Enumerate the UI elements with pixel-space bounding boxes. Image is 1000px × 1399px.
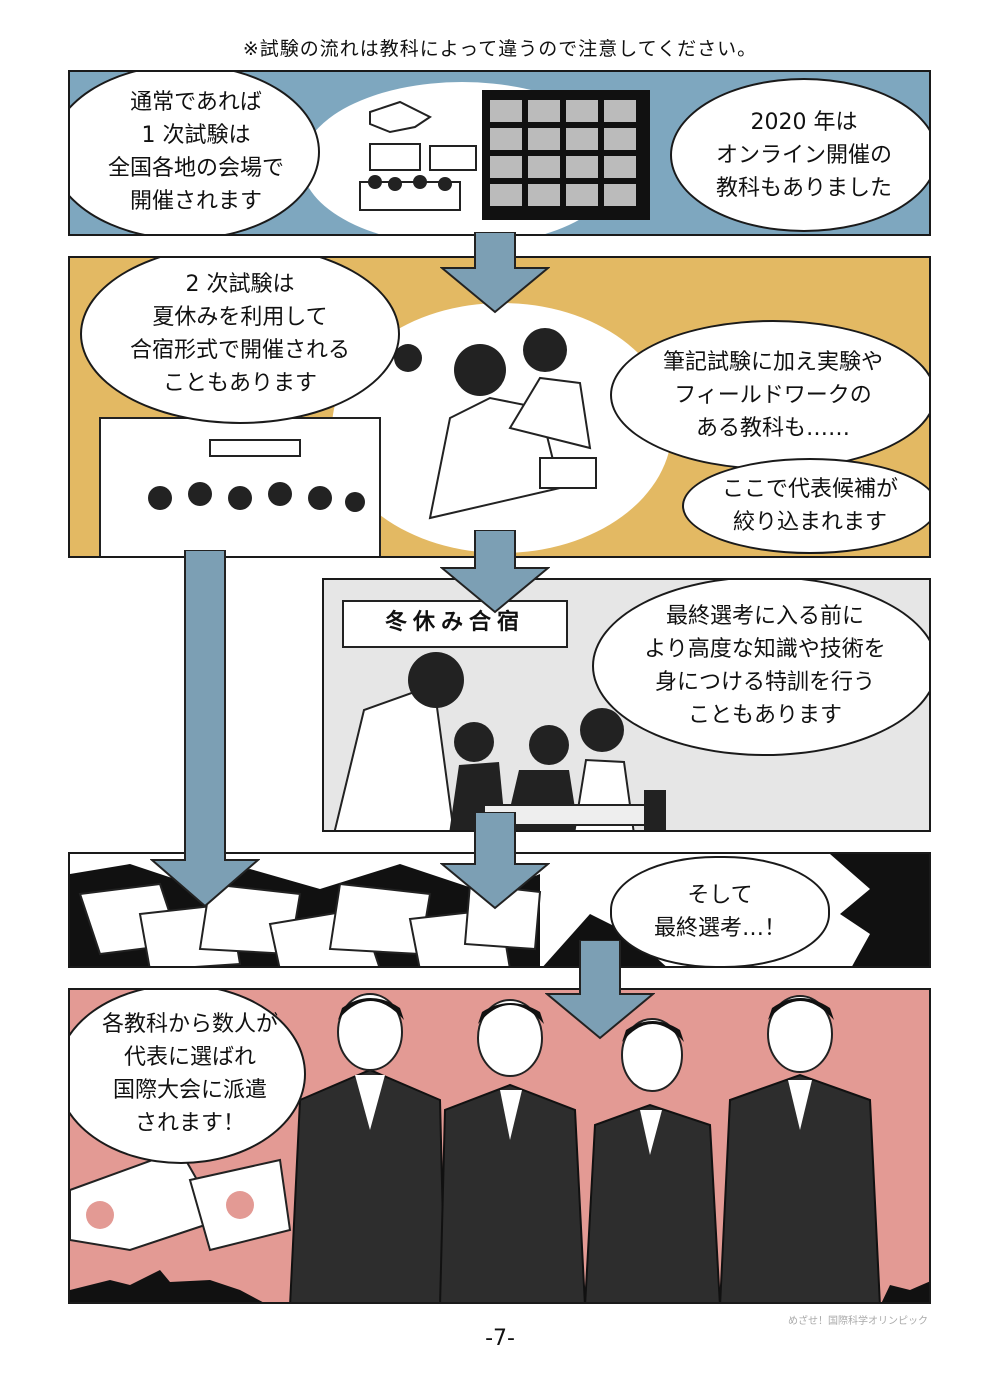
page-number: -7- xyxy=(485,1326,515,1351)
speech-bubble-first-exam: 通常であれば 1 次試験は 全国各地の会場で 開催されます xyxy=(70,72,320,234)
arrow-down-icon xyxy=(545,940,655,1040)
speech-bubble-second-exam: 2 次試験は 夏休みを利用して 合宿形式で開催される こともあります xyxy=(80,258,400,424)
panel2-illustration xyxy=(99,303,672,556)
arrow-down-long-icon xyxy=(150,550,260,908)
panel-representatives: 各教科から数人が 代表に選ばれ 国際大会に派遣 されます！ xyxy=(68,988,931,1304)
speech-bubble-training: 最終選考に入る前に より高度な知識や技術を 身につける特訓を行う こともあります xyxy=(592,580,929,756)
panel5-illustration xyxy=(70,993,929,1302)
panel-final-selection: そして 最終選考…！ xyxy=(68,852,931,968)
arrow-down-icon xyxy=(440,232,550,314)
credit-text: めざせ！国際科学オリンピック xyxy=(788,1316,928,1327)
panel4-illustration xyxy=(70,854,929,966)
speech-bubble-online: 2020 年は オンライン開催の 教科もありました xyxy=(670,78,929,232)
panel-first-exam: 通常であれば 1 次試験は 全国各地の会場で 開催されます 2020 年は オン… xyxy=(68,70,931,236)
arrow-down-icon xyxy=(440,530,550,614)
arrow-down-icon xyxy=(440,812,550,910)
speech-bubble-candidates: ここで代表候補が 絞り込まれます xyxy=(682,458,929,554)
speech-bubble-representatives: 各教科から数人が 代表に選ばれ 国際大会に派遣 されます！ xyxy=(70,990,306,1164)
speech-bubble-experiments: 筆記試験に加え実験や フィールドワークの ある教科も…… xyxy=(610,320,929,470)
panel3-illustration xyxy=(333,652,666,830)
speech-bubble-final: そして 最終選考…！ xyxy=(610,856,830,966)
winter-camp-sign: 冬休み合宿 xyxy=(342,600,568,648)
panel1-illustration xyxy=(302,82,650,234)
panel-winter-camp: 最終選考に入る前に より高度な知識や技術を 身につける特訓を行う こともあります xyxy=(322,578,931,832)
header-note: ※試験の流れは教科によって違うので注意してください。 xyxy=(242,38,758,60)
panel-second-exam: 2 次試験は 夏休みを利用して 合宿形式で開催される こともあります 筆記試験に… xyxy=(68,256,931,558)
